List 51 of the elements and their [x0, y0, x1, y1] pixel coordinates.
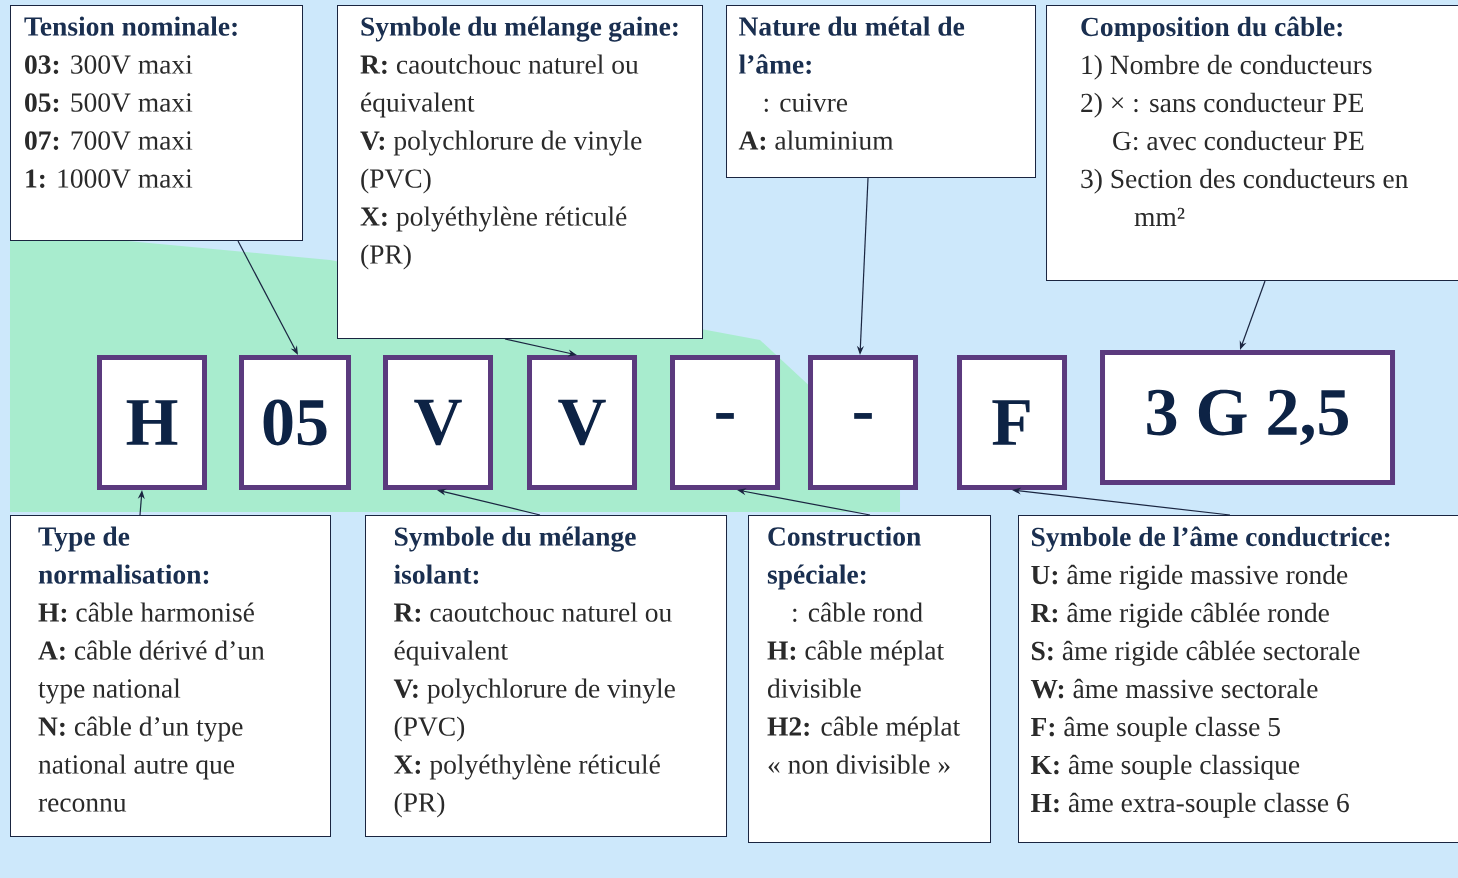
- definition-text: K: âme souple classique: [1031, 754, 1300, 780]
- definition-text: G: avec conducteur PE: [1113, 130, 1364, 151]
- definition-text: : câble rond: [793, 602, 923, 622]
- definition-text: 03: 300V maxi: [25, 55, 193, 74]
- heading: Tension nominale:: [24, 16, 237, 36]
- heading: Type de normalisation:: [38, 526, 209, 584]
- definition-text: S: âme rigide câblée sectorale: [1031, 640, 1360, 666]
- callout-box: [748, 515, 991, 843]
- code-box: 05: [239, 355, 351, 490]
- definition-text: 05: 500V maxi: [25, 93, 193, 112]
- definition-text: F: âme souple classe 5: [1031, 716, 1280, 742]
- definition-text: V: polychlorure de vinyle (PVC): [393, 678, 675, 742]
- callout-box: [10, 515, 331, 837]
- heading: Symbole de l’âme conductrice:: [1031, 526, 1390, 552]
- definition-text: H2: câble méplat « non divisible »: [767, 716, 961, 774]
- heading: Composition du câble:: [1081, 16, 1342, 42]
- code-box: V: [527, 355, 637, 490]
- code-box: -: [670, 355, 780, 490]
- callout-box: [726, 5, 1036, 178]
- code-box: H: [97, 355, 207, 490]
- definition-text: 1: 1000V maxi: [26, 169, 193, 188]
- definition-text: 1) Nombre de conducteurs: [1082, 54, 1372, 80]
- heading: Nature du métal de l’âme:: [739, 16, 965, 74]
- definition-text: 2) × : sans conducteur PE: [1081, 92, 1363, 118]
- code-box: F: [957, 355, 1067, 490]
- arrow: [237, 240, 298, 355]
- definition-text: X: polyéthylène réticulé (PR): [394, 754, 660, 818]
- definition-text: V: polychlorure de vinyle (PVC): [360, 130, 642, 194]
- callout-box: [365, 515, 727, 837]
- heading: Construction spéciale:: [767, 526, 921, 590]
- code-box: -: [808, 355, 918, 490]
- callout-box: [1046, 5, 1458, 281]
- definition-text: U: âme rigide massive ronde: [1031, 564, 1348, 590]
- definition-text: 07: 700V maxi: [25, 131, 193, 150]
- code-box: V: [383, 355, 493, 490]
- definition-text: : cuivre: [764, 93, 848, 112]
- callout-box: [337, 5, 703, 339]
- definition-text: R: âme rigide câblée ronde: [1031, 602, 1329, 628]
- definition-text: 3) Section des conducteurs en mm²: [1081, 168, 1408, 226]
- definition-text: H: câble harmonisé: [38, 602, 254, 622]
- callout-box: [10, 5, 303, 241]
- code-box: 3 G 2,5: [1100, 350, 1395, 485]
- definition-text: A: aluminium: [738, 130, 894, 150]
- definition-text: N: câble d’un type national autre que reconnu: [38, 716, 243, 812]
- arrow: [1239, 280, 1266, 350]
- heading: Symbole du mélange isolant:: [394, 526, 636, 584]
- callout-box: [1018, 515, 1458, 843]
- heading: Symbole du mélange gaine:: [361, 16, 678, 42]
- definition-text: W: âme massive sectorale: [1030, 678, 1318, 699]
- definition-text: H: âme extra-souple classe 6: [1031, 792, 1349, 818]
- definition-text: X: polyéthylène réticulé (PR): [360, 206, 627, 270]
